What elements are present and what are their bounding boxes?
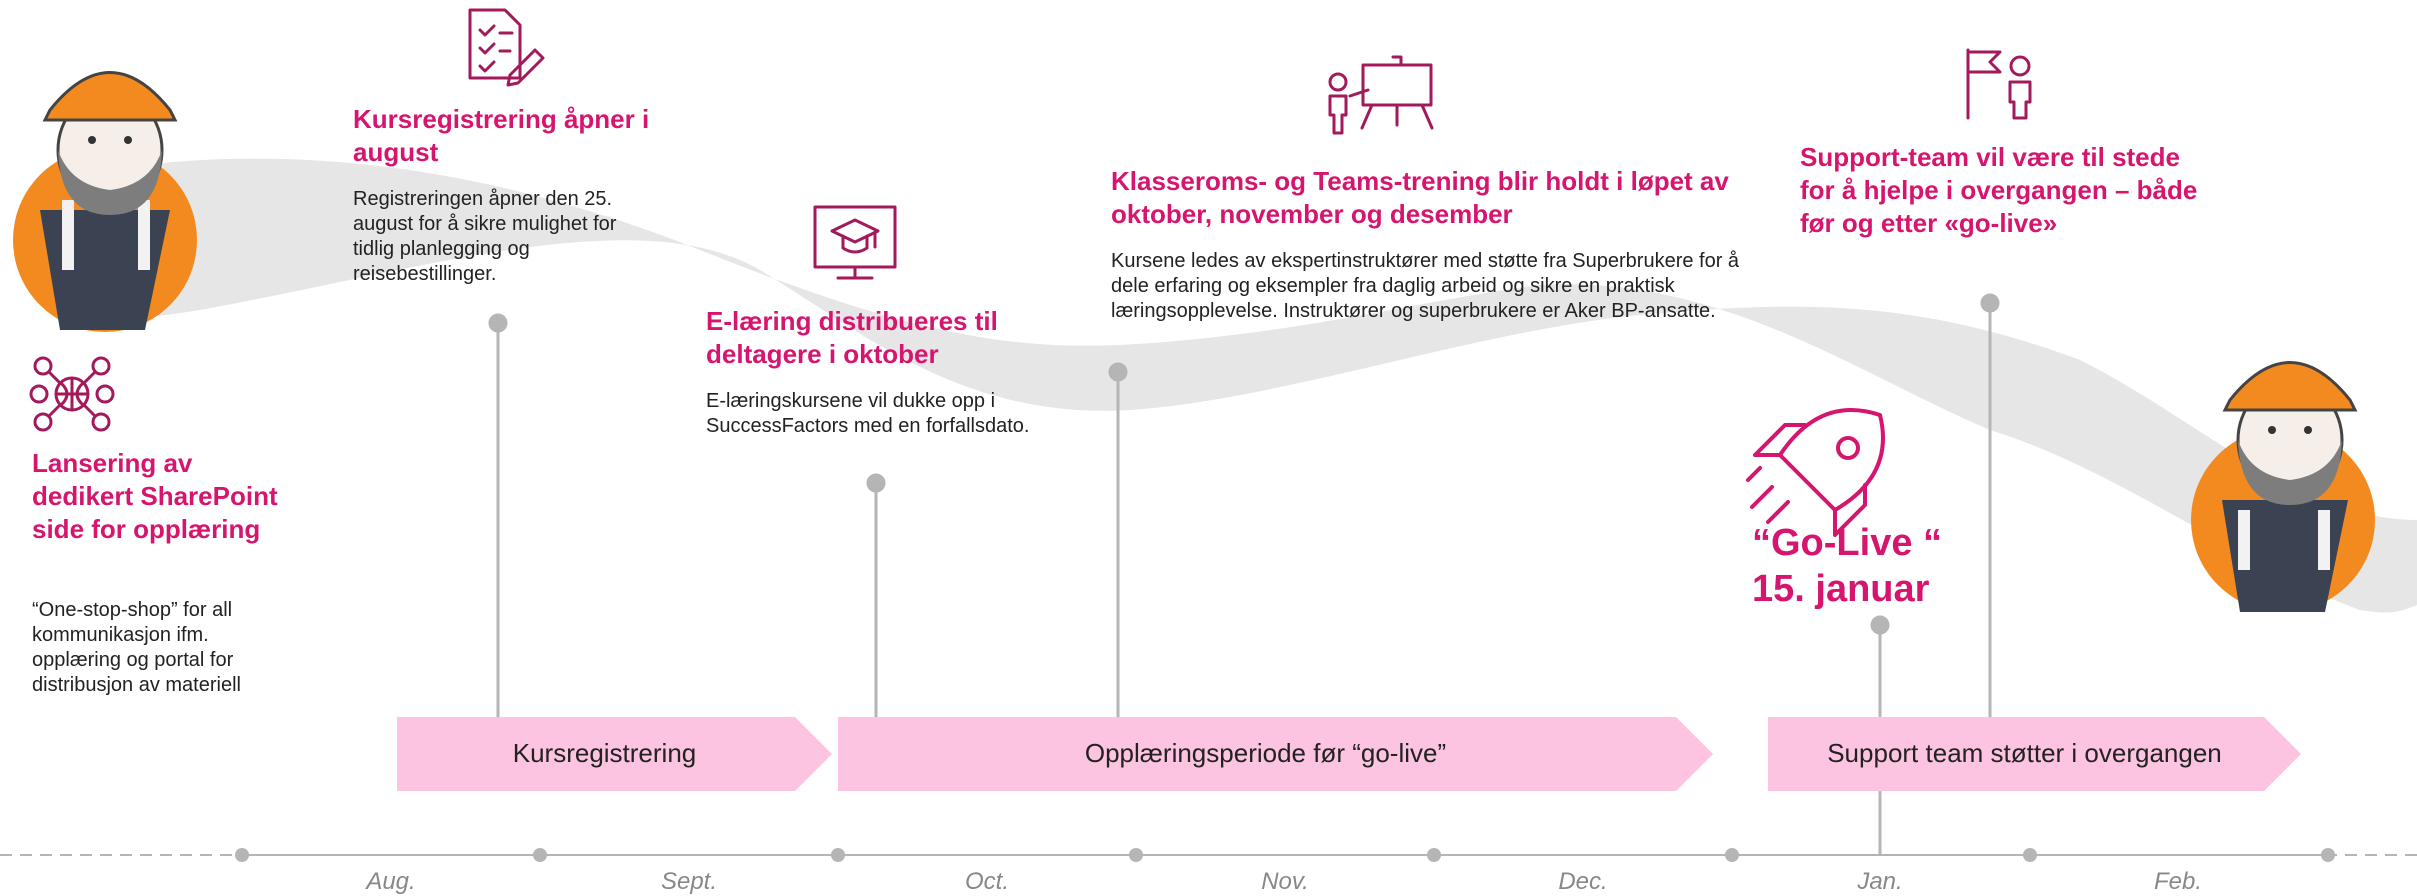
worker-left-avatar <box>13 71 197 332</box>
milestone-title-sharepoint: Lansering av dedikert SharePoint side fo… <box>32 448 278 544</box>
network-globe-icon <box>29 356 115 432</box>
milestone-body-elaering: E-læringskursene vil dukke opp i Success… <box>706 390 1030 437</box>
milestone-body-kursregistrering: Registreringen åpner den 25. august for … <box>353 188 617 285</box>
milestone-body-klasserom: Kursene ledes av ekspertinstruktører med… <box>1111 250 1740 322</box>
worker-right-avatar <box>2191 361 2375 612</box>
month-label-dec: Dec. <box>1558 868 1608 895</box>
month-label-feb: Feb. <box>2153 868 2203 895</box>
month-label-aug: Aug. <box>366 868 416 895</box>
golive-date: 15. januar <box>1752 568 1930 610</box>
month-label-sept: Sept. <box>660 868 718 895</box>
flag-person-icon <box>1966 48 2032 120</box>
milestone-title-kursregistrering: Kursregistrering åpner i august <box>353 104 650 167</box>
phase-label-support: Support team støtter i overgangen <box>1827 737 2222 768</box>
month-label-nov: Nov. <box>1261 868 1309 895</box>
timeline-wave <box>105 158 2417 613</box>
month-label-jan: Jan. <box>1857 868 1903 895</box>
month-label-oct: Oct. <box>964 868 1009 895</box>
milestone-title-support: Support-team vil være til stede for å hj… <box>1800 142 2198 238</box>
phase-label-opplaering: Opplæringsperiode før “go-live” <box>1084 737 1447 768</box>
rocket-icon <box>1746 408 1885 537</box>
checklist-pencil-icon <box>468 8 545 87</box>
presentation-board-icon <box>1328 55 1434 135</box>
time-axis <box>0 848 2417 862</box>
milestone-title-klasserom: Klasseroms- og Teams-trening blir holdt … <box>1111 166 1729 229</box>
graduation-screen-icon <box>813 205 897 280</box>
phase-label-kursregistrering: Kursregistrering <box>512 737 697 768</box>
milestone-title-elaering: E-læring distribueres til deltagere i ok… <box>706 306 998 369</box>
golive-line1: “Go-Live “ <box>1752 522 1943 564</box>
phase-arrows <box>397 717 2301 791</box>
milestone-body-sharepoint: “One-stop-shop” for all kommunikasjon if… <box>32 599 241 696</box>
